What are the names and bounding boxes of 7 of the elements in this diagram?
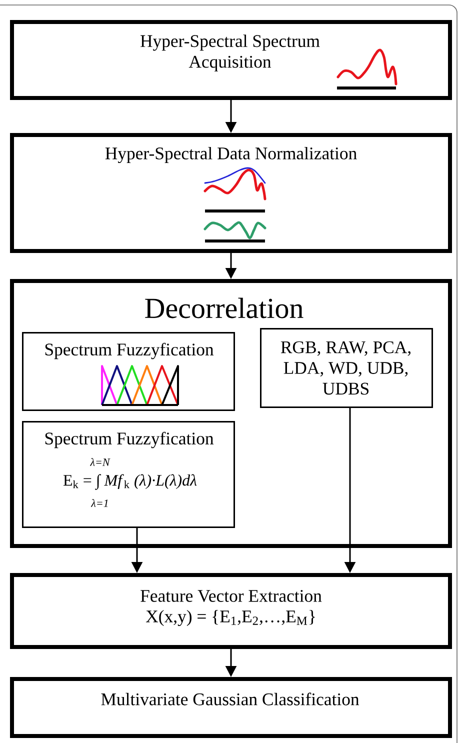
process-box: RGB, RAW, PCA, LDA, WD, UDB, UDBS [260,328,433,408]
formula: λ=N E$_{k}$ = ∫ Mf$_{k}$ (λ)·L(λ)dλ λ=1 [63,458,197,507]
process-box: Hyper-Spectral Data Normalization [10,133,452,253]
process-box: Multivariate Gaussian Classification [10,677,452,738]
process-box: Hyper-Spectral Spectrum Acquisition [10,20,452,100]
formula: X(x,y) = {E$_{1}$,E$_{2}$,…,E$_{M}$} [146,610,315,626]
process-box: Spectrum Fuzzyfication [22,332,235,411]
